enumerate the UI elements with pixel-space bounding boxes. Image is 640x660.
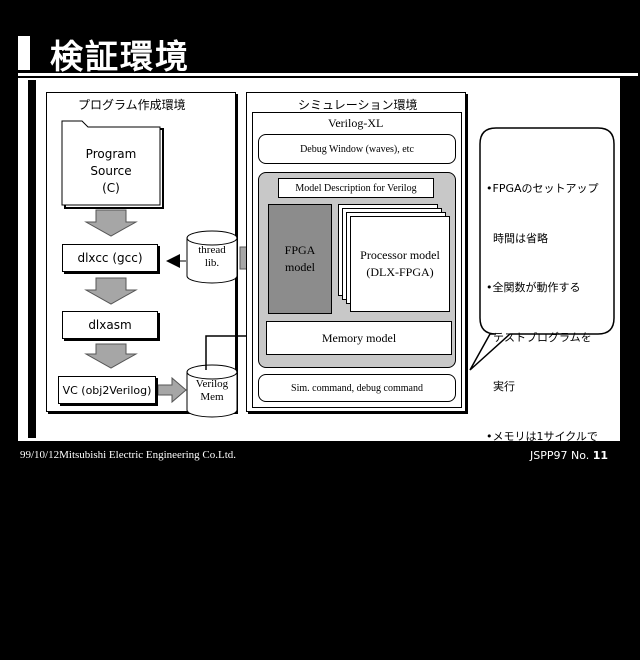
verilog-mem-line-2: Mem	[200, 391, 224, 403]
processor-model-line-1: Processor model	[360, 248, 440, 262]
fpga-model-line-2: model	[285, 260, 315, 274]
fpga-model-line-1: FPGA	[284, 243, 316, 257]
callout-bubble	[469, 127, 615, 371]
fpga-model-box: FPGA model	[268, 204, 332, 314]
simulation-env-heading: シミュレーション環境	[298, 98, 418, 112]
title-accent-bar	[18, 36, 30, 70]
program-source-line-2: Source	[90, 164, 132, 178]
model-description-box: Model Description for Verilog	[278, 178, 434, 198]
dlxcc-label: dlxcc (gcc)	[77, 251, 143, 265]
memory-model-label: Memory model	[321, 330, 397, 345]
callout-line-9: デバッグ用コマンドを	[486, 578, 603, 591]
callout-line-6: •メモリは1サイクルで	[486, 429, 598, 443]
processor-model-line-2: (DLX-FPGA)	[366, 265, 434, 279]
model-description-label: Model Description for Verilog	[295, 182, 417, 194]
arrow-dlxasm-to-vc	[84, 343, 138, 369]
footer-right-prefix: JSPP97 No.	[530, 449, 590, 462]
processor-model-box: Processor model (DLX-FPGA)	[350, 216, 450, 312]
callout-line-4: テストプログラムを	[486, 330, 592, 344]
callout-line-8: •シミュレーション用、	[486, 528, 603, 542]
callout-text: •FPGAのセットアップ 時間は省略 •全関数が動作する テストプログラムを 実…	[486, 148, 612, 660]
arrow-source-to-dlxcc	[84, 209, 138, 237]
vc-label: VC (obj2Verilog)	[62, 383, 152, 397]
thread-lib-line-1: thread	[198, 244, 226, 256]
debug-window-box: Debug Window (waves), etc	[258, 134, 456, 164]
arrow-vc-to-mem	[157, 376, 187, 404]
dlxasm-label: dlxasm	[88, 318, 132, 332]
program-source-folder-shadow	[64, 128, 164, 209]
arrow-thread-to-dlxcc	[166, 254, 180, 268]
callout-line-3: •全関数が動作する	[486, 281, 581, 294]
title-underline	[18, 73, 638, 76]
footer-left: 99/10/12Mitsubishi Electric Engineering …	[20, 449, 236, 461]
sim-command-box: Sim. command, debug command	[258, 374, 456, 402]
program-source-line-3: (C)	[102, 181, 120, 195]
slide-number: 11	[592, 449, 609, 462]
callout-line-10: 用意	[486, 627, 515, 641]
thread-lib-cylinder	[186, 230, 238, 284]
verilog-mem-label: Verilog Mem	[187, 378, 237, 404]
callout-line-1: •FPGAのセットアップ	[486, 182, 599, 195]
sim-command-label: Sim. command, debug command	[291, 382, 423, 394]
slide-title: 検証環境	[50, 37, 190, 76]
debug-window-label: Debug Window (waves), etc	[300, 143, 414, 155]
callout-line-2: 時間は省略	[486, 231, 548, 245]
vc-box: VC (obj2Verilog)	[58, 376, 156, 404]
footer-right: JSPP97 No. 11	[530, 449, 608, 462]
program-source-label: Program Source (C)	[62, 146, 160, 197]
dlxasm-box: dlxasm	[62, 311, 158, 339]
dlxcc-box: dlxcc (gcc)	[62, 244, 158, 272]
thread-lib-line-2: lib.	[204, 257, 220, 269]
arrow-dlxcc-to-dlxasm	[84, 277, 138, 305]
memory-model-box: Memory model	[266, 321, 452, 355]
verilog-xl-label: Verilog-XL	[328, 116, 384, 130]
left-rule	[28, 80, 36, 438]
program-source-folder	[61, 120, 161, 206]
callout-line-7: 読書き可能	[486, 479, 548, 492]
program-env-heading: プログラム作成環境	[78, 98, 186, 112]
program-source-line-1: Program	[85, 147, 137, 161]
callout-line-5: 実行	[486, 380, 515, 393]
verilog-mem-line-1: Verilog	[195, 378, 229, 390]
connectors-svg	[61, 120, 615, 418]
thread-lib-label: thread lib.	[187, 244, 237, 270]
verilog-mem-cylinder	[186, 364, 238, 418]
